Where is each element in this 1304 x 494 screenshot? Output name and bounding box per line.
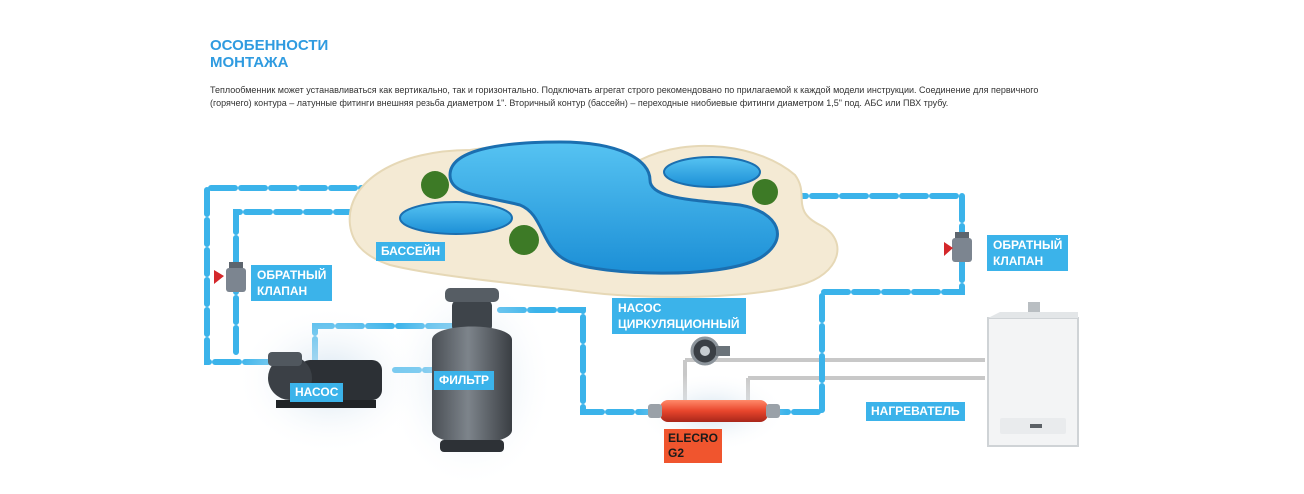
circulation-pump-illustration	[690, 336, 730, 366]
check-valve-left-line-1: ОБРАТНЫЙ	[257, 268, 327, 282]
exchanger-label: ELECRO G2	[664, 429, 723, 463]
check-valve-right-line-2: КЛАПАН	[993, 254, 1044, 268]
check-valve-left-icon	[214, 262, 246, 292]
check-valve-right-line-1: ОБРАТНЫЙ	[993, 238, 1063, 252]
check-valve-right-label: ОБРАТНЫЙ КЛАПАН	[987, 235, 1069, 271]
section-description: Теплообменник может устанавливаться как …	[210, 85, 1039, 108]
heat-exchanger-illustration	[648, 400, 780, 422]
title-line-1: ОСОБЕННОСТИ	[210, 37, 329, 54]
title-line-2: МОНТАЖА	[210, 54, 289, 71]
check-valve-left-line-2: КЛАПАН	[257, 284, 308, 298]
pool-label: БАССЕЙН	[376, 242, 446, 261]
circulation-pump-line-2: ЦИРКУЛЯЦИОННЫЙ	[618, 317, 740, 331]
circulation-pump-line-1: НАСОС	[618, 301, 662, 315]
pump-label: НАСОС	[290, 383, 344, 402]
heater-label: НАГРЕВАТЕЛЬ	[866, 402, 965, 421]
exchanger-line-2: G2	[668, 446, 685, 460]
pool-illustration	[348, 140, 839, 298]
check-valve-left-label: ОБРАТНЫЙ КЛАПАН	[251, 265, 333, 301]
circulation-pump-label: НАСОС ЦИРКУЛЯЦИОННЫЙ	[612, 298, 746, 334]
check-valve-right-icon	[944, 232, 972, 262]
filter-illustration	[432, 288, 512, 452]
exchanger-line-1: ELECRO	[668, 431, 719, 445]
section-title: ОСОБЕННОСТИ МОНТАЖА	[210, 37, 328, 71]
boiler-illustration	[987, 302, 1079, 447]
filter-label: ФИЛЬТР	[434, 371, 495, 390]
